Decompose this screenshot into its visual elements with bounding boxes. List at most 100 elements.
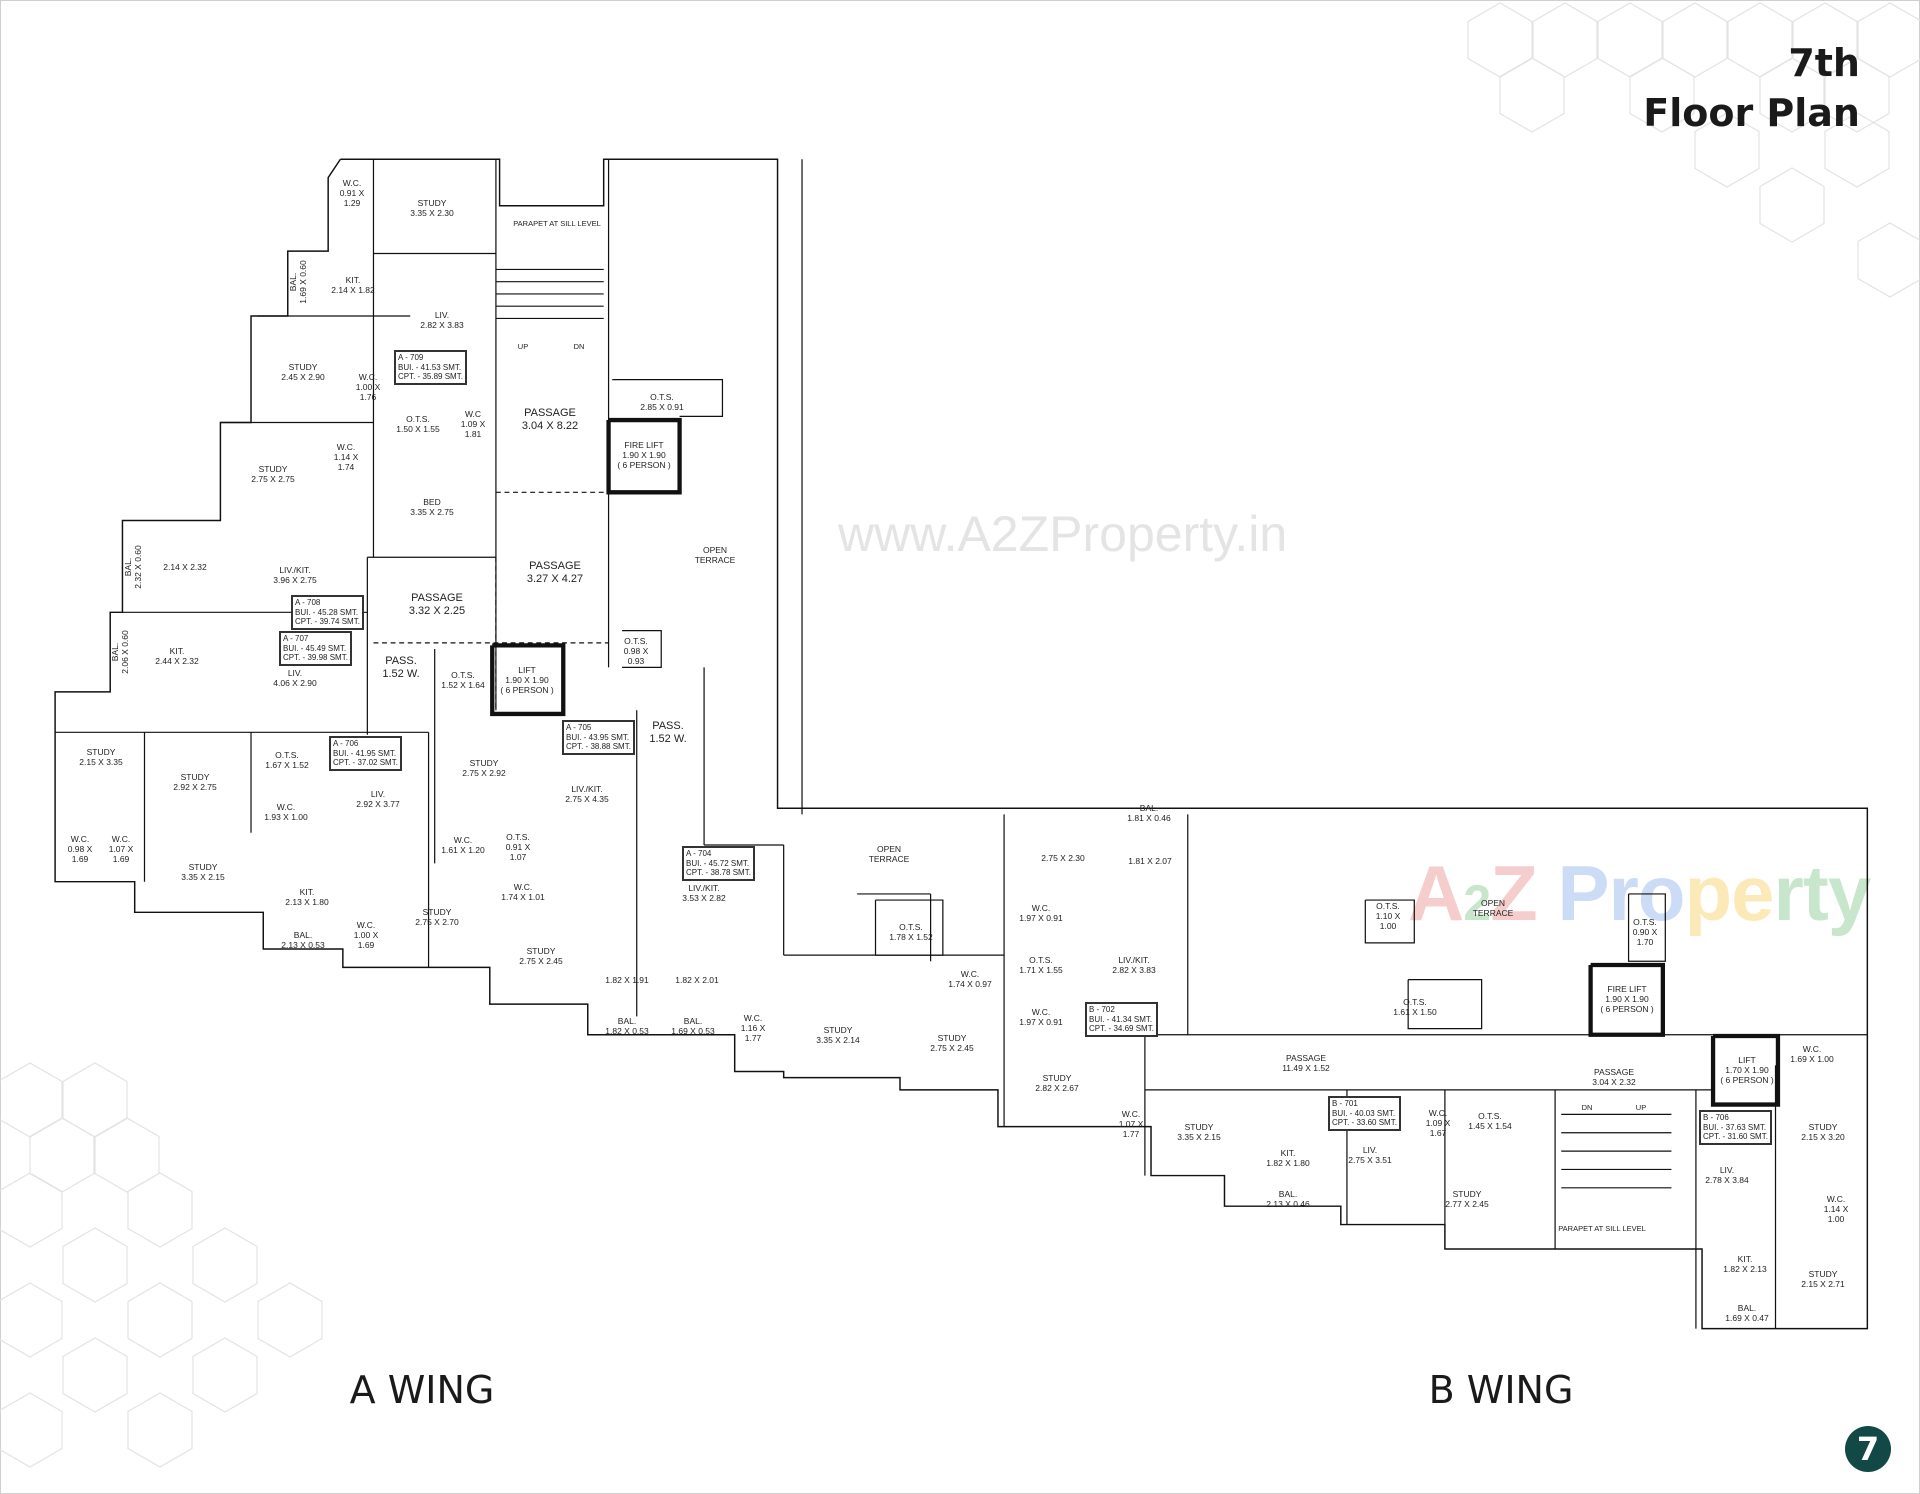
unit-tag-unit: A - 706 bbox=[333, 739, 359, 748]
watermark-logo: A2Z Property bbox=[1408, 849, 1871, 937]
room-label-line: KIT. bbox=[1737, 1254, 1753, 1264]
room-label-line: 3.04 X 2.32 bbox=[1592, 1077, 1636, 1087]
room-label-line: PASSAGE bbox=[1285, 1053, 1326, 1063]
room-label-line: 1.10 X bbox=[1375, 911, 1401, 921]
room-label-line: STUDY bbox=[180, 772, 210, 782]
room-label-line: 2.75 X 4.35 bbox=[565, 794, 609, 804]
room-label-line: STUDY bbox=[823, 1025, 853, 1035]
room-label-line: PASSAGE bbox=[529, 560, 581, 572]
room-label: O.T.S.1.71 X 1.55 bbox=[1019, 955, 1062, 975]
room-label-line: 1.00 bbox=[1379, 921, 1397, 931]
unit-tag-cpt: CPT. - 38.88 SMT. bbox=[566, 742, 631, 751]
room-label: BAL.1.69 X 0.53 bbox=[671, 1016, 714, 1036]
room-label-line: LIV. bbox=[287, 668, 303, 678]
hexagon-pattern-cell bbox=[127, 1282, 193, 1358]
room-label-line: 1.07 X bbox=[108, 844, 134, 854]
unit-tag-bui: BUI. - 37.63 SMT. bbox=[1703, 1122, 1767, 1132]
room-label-line: 1.09 X bbox=[460, 419, 486, 429]
room-label-line: W.C. bbox=[1802, 1044, 1822, 1054]
room-label-line: 2.32 X 0.60 bbox=[133, 545, 143, 589]
room-label-line: O.T.S. bbox=[406, 414, 430, 424]
unit-tag-unit: A - 704 bbox=[686, 849, 712, 858]
hexagon-pattern-cell bbox=[1759, 167, 1825, 243]
room-label-line: 1.69 X 0.53 bbox=[671, 1026, 715, 1036]
room-label-line: 1.90 X 1.90 bbox=[1605, 994, 1649, 1004]
unit-tag-cpt: CPT. - 31.60 SMT. bbox=[1703, 1132, 1768, 1141]
room-label-line: 1.82 X 1.80 bbox=[1266, 1158, 1310, 1168]
room-label-line: 1.07 X bbox=[1118, 1119, 1144, 1129]
unit-tag-cpt: CPT. - 39.98 SMT. bbox=[283, 653, 348, 662]
room-label-line: W.C. bbox=[960, 969, 980, 979]
room-label-line: LIV. bbox=[370, 789, 386, 799]
room-label-line: 2.15 X 3.20 bbox=[1801, 1132, 1845, 1142]
room-label-line: 2.14 X 1.82 bbox=[331, 285, 375, 295]
room-label: PASS.1.52 W. bbox=[382, 655, 419, 681]
hexagon-pattern-cell bbox=[1629, 57, 1695, 133]
room-label-line: 1.71 X 1.55 bbox=[1019, 965, 1063, 975]
room-label-line: BAL. bbox=[293, 930, 313, 940]
room-label: BAL.1.82 X 0.53 bbox=[605, 1016, 648, 1036]
room-label-line: 2.82 X 3.83 bbox=[420, 320, 464, 330]
room-label-line: PASSAGE bbox=[411, 592, 463, 604]
hexagon-pattern-cell bbox=[1857, 2, 1920, 78]
hexagon-pattern-cell bbox=[1824, 112, 1890, 188]
room-label-line: KIT. bbox=[169, 646, 185, 656]
room-label-line: 1.76 bbox=[359, 392, 377, 402]
room-label-line: PASSAGE bbox=[1593, 1067, 1634, 1077]
room-label-line: 2.15 X 2.71 bbox=[1801, 1279, 1845, 1289]
hexagon-pattern-cell bbox=[192, 1227, 258, 1303]
room-label-line: O.T.S. bbox=[1478, 1111, 1502, 1121]
room-label-line: O.T.S. bbox=[1633, 917, 1657, 927]
room-label: W.C.1.74 X 1.01 bbox=[501, 882, 544, 902]
room-label: KIT.1.82 X 1.80 bbox=[1266, 1148, 1309, 1168]
room-label-line: W.C. bbox=[1031, 903, 1051, 913]
room-label-line: STUDY bbox=[1452, 1189, 1482, 1199]
b-wing-label: B WING bbox=[1428, 1368, 1574, 1412]
room-label-line: 1.67 X 1.52 bbox=[265, 760, 309, 770]
lift-shaft bbox=[606, 417, 682, 495]
room-label-line: W.C. bbox=[1121, 1109, 1141, 1119]
room-label-line: O.T.S. bbox=[624, 636, 648, 646]
room-label-line: 2.75 X 2.92 bbox=[462, 768, 506, 778]
room-label-line: 1.16 X bbox=[740, 1023, 766, 1033]
room-label-line: 1.81 bbox=[464, 429, 482, 439]
room-label-line: 1.69 X 0.60 bbox=[298, 260, 308, 304]
hexagon-pattern-cell bbox=[0, 1172, 63, 1248]
room-label-line: STUDY bbox=[417, 198, 447, 208]
room-label-line: 1.69 X 1.00 bbox=[1790, 1054, 1834, 1064]
room-label-line: 2.06 X 0.60 bbox=[120, 630, 130, 674]
room-label-line: STUDY bbox=[937, 1033, 967, 1043]
room-label-line: 3.35 X 2.75 bbox=[410, 507, 454, 517]
room-label-line: 0.90 X bbox=[1632, 927, 1658, 937]
room-label: BAL.1.69 X 0.47 bbox=[1725, 1303, 1768, 1323]
room-label-line: 1.70 bbox=[1636, 937, 1654, 947]
unit-tag-bui: BUI. - 45.28 SMT. bbox=[295, 607, 359, 617]
room-label-line: O.T.S. bbox=[899, 922, 923, 932]
room-label-line: 1.69 X 0.47 bbox=[1725, 1313, 1769, 1323]
room-label-line: 2.75 X 3.51 bbox=[1348, 1155, 1392, 1165]
room-label: KIT.2.13 X 1.80 bbox=[285, 887, 328, 907]
page-number-badge: 7 bbox=[1845, 1426, 1891, 1472]
wall bbox=[612, 379, 724, 417]
unit-tag-unit: A - 708 bbox=[295, 598, 321, 607]
hexagon-pattern-cell bbox=[1694, 112, 1760, 188]
room-label-line: O.T.S. bbox=[1029, 955, 1053, 965]
room-label-line: STUDY bbox=[1808, 1269, 1838, 1279]
room-label: BAL.2.32 X 0.60 bbox=[123, 545, 143, 588]
room-label-line: 4.06 X 2.90 bbox=[273, 678, 317, 688]
